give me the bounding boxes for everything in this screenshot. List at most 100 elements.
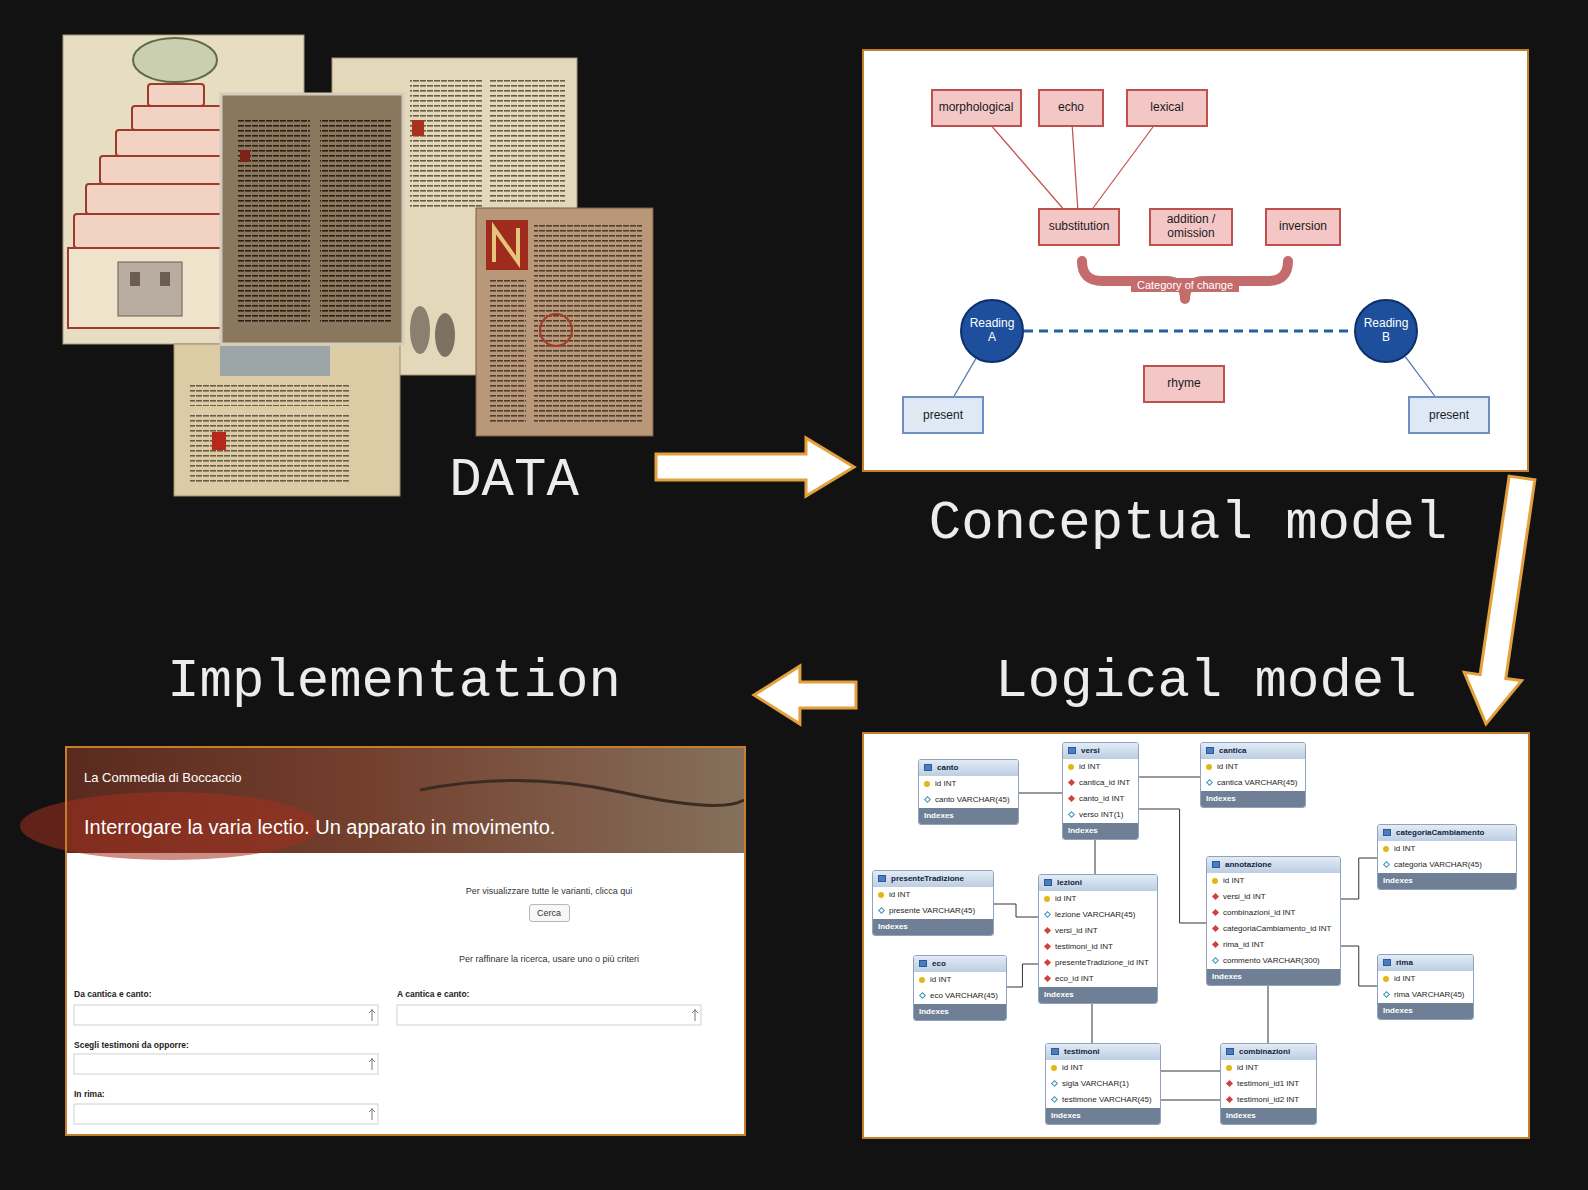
form-note: Per raffinare la ricerca, usare uno o pi… (459, 954, 639, 964)
er-table: ecoid INTeco VARCHAR(45)Indexes (913, 955, 1007, 1021)
table-row: id INT (1221, 1060, 1316, 1076)
data-stage: DATA (62, 35, 650, 500)
table-footer: Indexes (1378, 873, 1516, 889)
table-row: combinazioni_id INT (1207, 905, 1340, 921)
table-text: presente VARCHAR(45) (889, 906, 975, 915)
table-text: categoriaCambiamento_id INT (1223, 924, 1332, 933)
table-header: versi (1063, 743, 1138, 759)
table-text: eco (932, 959, 946, 968)
manuscript-page (540, 314, 572, 346)
column-icon (919, 960, 927, 967)
panel-ground (862, 732, 1530, 1139)
change-category-box: addition / omission (1149, 208, 1233, 246)
table-text: canto (937, 763, 958, 772)
er-table: canticaid INTcantica VARCHAR(45)Indexes (1200, 742, 1306, 808)
table-row: testimone VARCHAR(45) (1046, 1092, 1160, 1108)
er-table: cantoid INTcanto VARCHAR(45)Indexes (918, 759, 1019, 825)
column-icon (1044, 959, 1051, 966)
comparison-line (1024, 330, 1354, 333)
table-text: Indexes (1206, 794, 1236, 803)
column-icon (1212, 957, 1219, 964)
er-table: rimaid INTrima VARCHAR(45)Indexes (1377, 954, 1474, 1020)
table-text: rima_id INT (1223, 940, 1264, 949)
table-text: versi (1081, 746, 1100, 755)
table-text: lezione VARCHAR(45) (1055, 910, 1135, 919)
form-note: Per visualizzare tutte le varianti, clic… (466, 886, 633, 896)
table-text: id INT (1223, 876, 1244, 885)
table-text: lezioni (1057, 878, 1082, 887)
table-footer: Indexes (1207, 969, 1340, 985)
node-text: Reading B (1360, 317, 1412, 345)
column-icon (1383, 829, 1391, 836)
table-text: eco_id INT (1055, 974, 1094, 983)
link-line (954, 359, 976, 396)
link-line (1405, 357, 1435, 396)
manuscript-page (160, 272, 170, 286)
manuscript-page (132, 106, 222, 130)
column-icon (1383, 959, 1391, 966)
form-field (369, 1108, 375, 1120)
table-text: id INT (1237, 1063, 1258, 1072)
column-icon (919, 977, 925, 983)
column-icon (1044, 943, 1051, 950)
node-text: addition / omission (1156, 213, 1226, 241)
er-table: annotazioneid INTversi_id INTcombinazion… (1206, 856, 1341, 986)
search-button: Cerca (529, 904, 570, 922)
manuscript-page (118, 262, 182, 316)
column-icon (1051, 1048, 1059, 1055)
table-row: sigla VARCHAR(1) (1046, 1076, 1160, 1092)
table-text: Indexes (1068, 826, 1098, 835)
column-icon (1044, 896, 1050, 902)
column-icon (1212, 878, 1218, 884)
relation-line (1161, 1100, 1220, 1101)
flow-arrow (754, 666, 856, 724)
column-icon (1206, 779, 1213, 786)
table-header: canto (919, 760, 1018, 776)
table-text: id INT (935, 779, 956, 788)
manuscript-page (174, 344, 400, 496)
table-text: combinazioni (1239, 1047, 1290, 1056)
manuscript-page (190, 412, 350, 482)
relation-line (1341, 946, 1378, 986)
column-icon (924, 781, 930, 787)
column-icon (878, 907, 885, 914)
reading-circle: Reading B (1354, 299, 1418, 363)
column-icon (1226, 1065, 1232, 1071)
table-text: id INT (1394, 844, 1415, 853)
table-text: cantica VARCHAR(45) (1217, 778, 1297, 787)
panel-ground (65, 49, 1530, 1139)
relation-line (1007, 964, 1038, 987)
form-field (74, 1005, 701, 1124)
link-line (992, 127, 1062, 208)
site-subtitle: Interrogare la varia lectio. Un apparato… (84, 816, 555, 839)
table-text: presenteTradizione (891, 874, 964, 883)
flow-arrow (1464, 476, 1535, 724)
field-label: In rima: (74, 1089, 105, 1099)
relation-line (1095, 840, 1096, 874)
model-panel: cantoid INTcanto VARCHAR(45)Indexesversi… (862, 732, 1530, 1139)
table-text: rima VARCHAR(45) (1394, 990, 1465, 999)
er-table: combinazioniid INTtestimoni_id1 INTtesti… (1220, 1043, 1317, 1125)
node-text: present (1429, 408, 1469, 422)
table-row: verso INT(1) (1063, 807, 1138, 823)
column-icon (1206, 747, 1214, 754)
manuscript-page (534, 224, 642, 424)
field-label: A cantica e canto: (397, 989, 469, 999)
column-icon (1044, 911, 1051, 918)
table-header: eco (914, 956, 1006, 972)
column-icon (924, 796, 931, 803)
table-row: id INT (873, 887, 993, 903)
change-category-box: echo (1038, 89, 1104, 127)
field-label: Da cantica e canto: (74, 989, 151, 999)
node-text: lexical (1150, 101, 1183, 115)
column-icon (1044, 927, 1051, 934)
form-field (369, 1058, 375, 1070)
form-field (397, 1005, 701, 1025)
table-footer: Indexes (1046, 1108, 1160, 1124)
presence-box: present (1408, 396, 1490, 434)
brace-label: Category of change (1131, 278, 1239, 292)
column-icon (1044, 975, 1051, 982)
manuscript-page (133, 38, 217, 82)
stage-heading: Implementation (167, 651, 621, 713)
